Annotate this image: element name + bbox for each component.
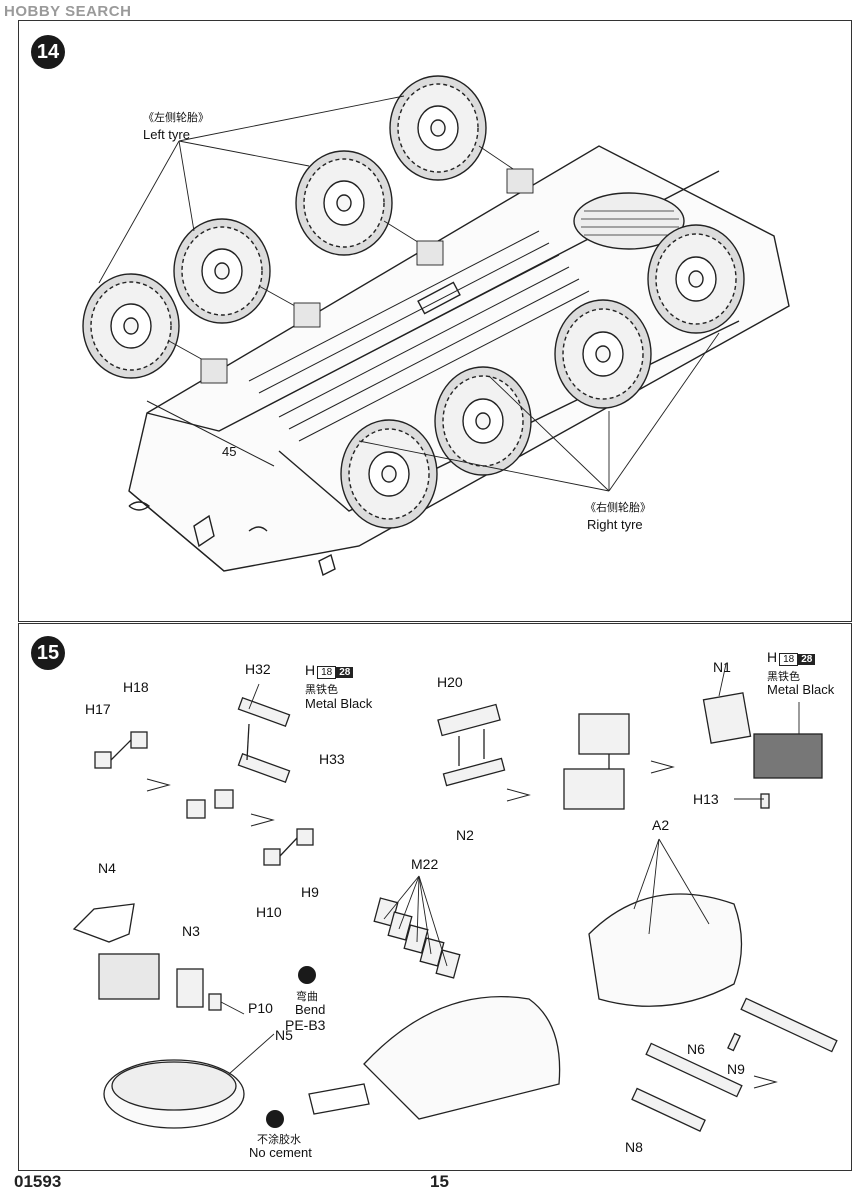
- paint-cn-1: 黑铁色: [305, 684, 338, 696]
- paint-en-1: Metal Black: [305, 696, 373, 711]
- part-h10: H10: [256, 904, 282, 920]
- no-cement-en: No cement: [249, 1145, 312, 1160]
- part-p10: P10: [248, 1000, 273, 1016]
- left-tyre-label-en: Left tyre: [143, 127, 190, 142]
- step-14-panel: 14: [18, 20, 852, 622]
- paint-code-1: 18: [317, 666, 337, 679]
- paint-letter: H: [767, 649, 778, 665]
- part-h13: H13: [693, 791, 719, 807]
- part-n5: N5: [275, 1027, 293, 1043]
- paint-code-1: 18: [779, 653, 799, 666]
- part-n2: N2: [456, 827, 474, 843]
- part-h20: H20: [437, 674, 463, 690]
- part-m22: M22: [411, 856, 439, 872]
- step-15-number: 15: [31, 636, 65, 670]
- bend-en: Bend: [295, 1002, 326, 1017]
- part-h18: H18: [123, 679, 149, 695]
- part-h32: H32: [245, 661, 271, 677]
- turret-assembly-drawing: [72, 663, 838, 1132]
- vehicle-hull-drawing: [82, 75, 790, 577]
- paint-en-2: Metal Black: [767, 682, 835, 697]
- paint-cn-2: 黑铁色: [767, 671, 800, 683]
- bend-part-code: PE-B3: [285, 1017, 326, 1033]
- step-14-number: 14: [31, 35, 65, 69]
- part-n6: N6: [687, 1041, 705, 1057]
- part-n3: N3: [182, 923, 200, 939]
- bend-icon: [298, 966, 316, 984]
- page-number: 15: [430, 1172, 449, 1191]
- part-a2: A2: [652, 817, 670, 833]
- bend-cn: 弯曲: [296, 991, 318, 1003]
- dimension-label: 45: [222, 444, 237, 459]
- part-h33: H33: [319, 751, 345, 767]
- step-15-panel: 15: [18, 623, 852, 1171]
- part-n1: N1: [713, 659, 731, 675]
- part-n4: N4: [98, 860, 116, 876]
- right-tyre-label-en: Right tyre: [587, 517, 643, 532]
- part-h17: H17: [85, 701, 111, 717]
- paint-code-2: 28: [336, 667, 354, 678]
- hobby-search-watermark: HOBBY SEARCH: [4, 3, 132, 20]
- part-n9: N9: [727, 1061, 745, 1077]
- no-cement-icon: [266, 1110, 284, 1128]
- paint-code-2: 28: [798, 654, 816, 665]
- no-cement-cn: 不涂胶水: [257, 1134, 301, 1146]
- part-n8: N8: [625, 1139, 643, 1155]
- right-tyre-label-cn: 《右侧轮胎》: [585, 502, 651, 514]
- part-h9: H9: [301, 884, 319, 900]
- kit-number: 01593: [14, 1172, 62, 1191]
- paint-letter: H: [305, 662, 316, 678]
- left-tyre-label-cn: 《左侧轮胎》: [143, 112, 209, 124]
